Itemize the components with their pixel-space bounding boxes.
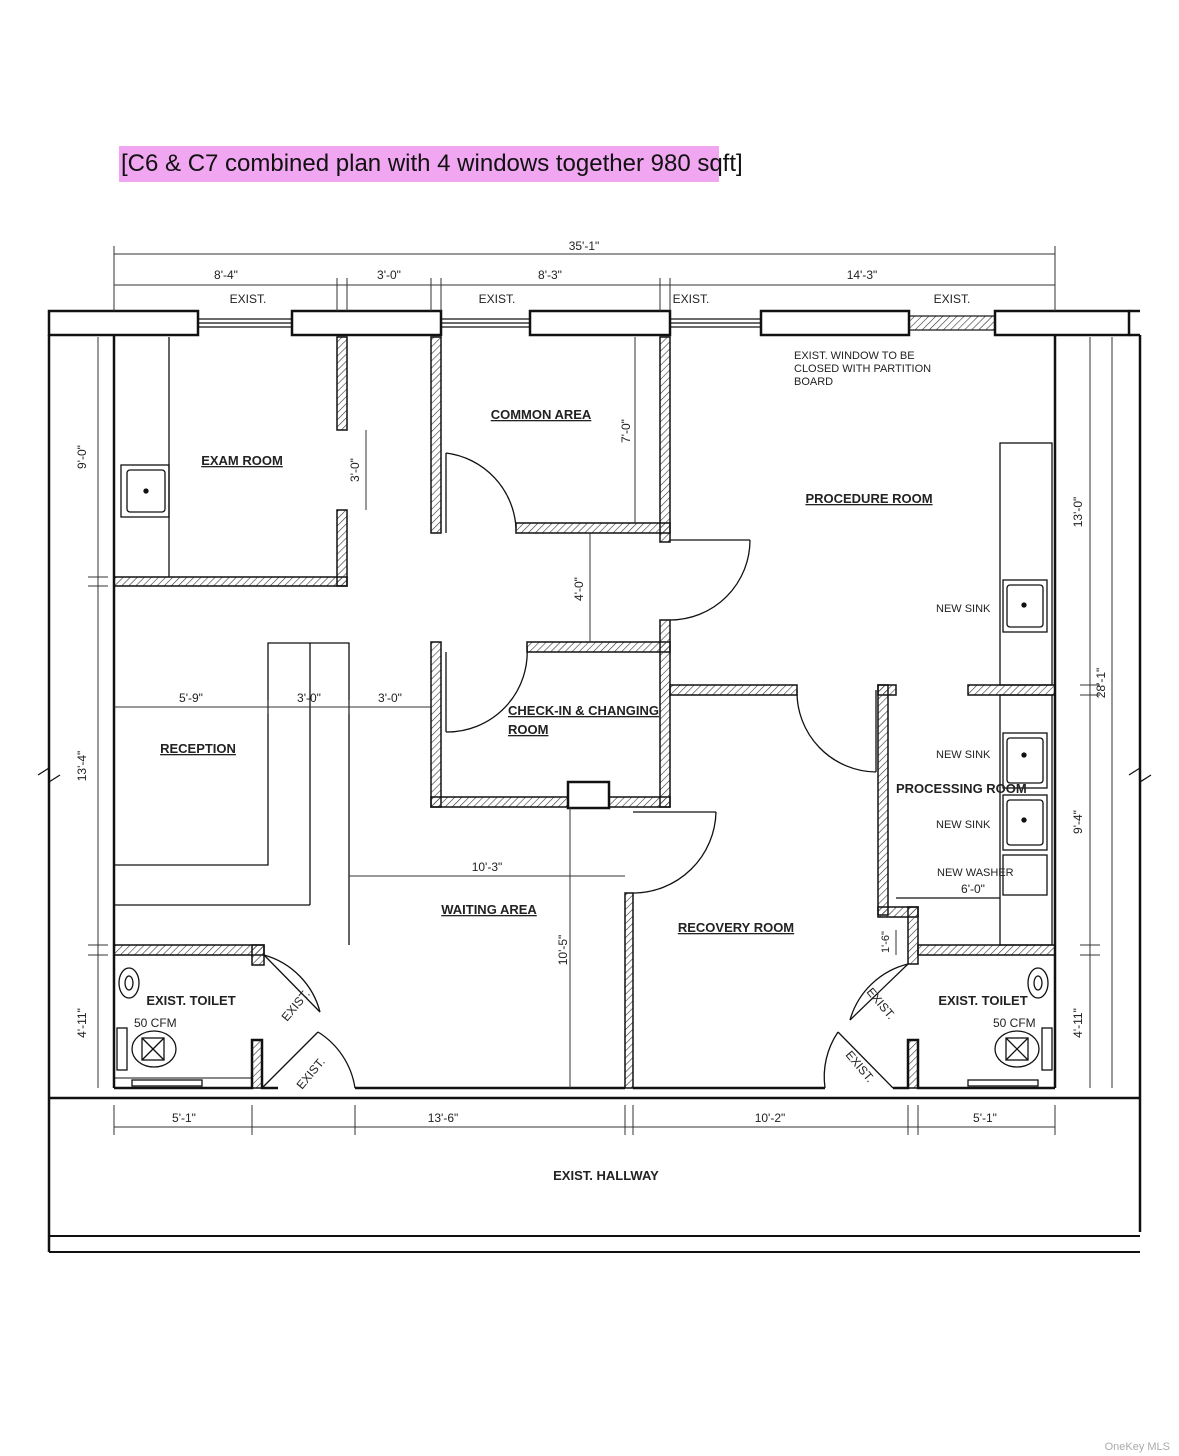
svg-text:9'-4": 9'-4" — [1071, 810, 1085, 834]
hallway — [47, 1038, 1142, 1253]
label-waiting-area: WAITING AREA — [441, 902, 537, 917]
svg-text:28'-1": 28'-1" — [1094, 668, 1108, 699]
label-toilet-left: EXIST. TOILET — [146, 993, 235, 1008]
window-note: EXIST. WINDOW TO BE — [794, 350, 915, 362]
chase-box — [566, 780, 611, 810]
exist-door-label: EXIST. — [279, 987, 313, 1024]
doors — [261, 452, 909, 1089]
exist-label: EXIST. — [673, 292, 710, 306]
new-sink-label: NEW SINK — [936, 819, 991, 831]
cfm-label: 50 CFM — [993, 1016, 1036, 1030]
room-labels: EXAM ROOM COMMON AREA PROCEDURE ROOM REC… — [146, 407, 1027, 1183]
cfm-label: 50 CFM — [134, 1016, 177, 1030]
label-checkin: CHECK-IN & CHANGING — [508, 703, 659, 718]
svg-text:13'-6": 13'-6" — [428, 1111, 459, 1125]
windows — [198, 315, 996, 331]
label-common-area: COMMON AREA — [491, 407, 592, 422]
svg-text:5'-1": 5'-1" — [973, 1111, 997, 1125]
exist-label: EXIST. — [934, 292, 971, 306]
svg-text:13'-4": 13'-4" — [75, 751, 89, 782]
label-exam-room: EXAM ROOM — [201, 453, 283, 468]
svg-text:10'-5": 10'-5" — [556, 935, 570, 966]
left-wall — [47, 335, 116, 1098]
exist-door-label: EXIST. — [294, 1055, 328, 1092]
svg-text:4'-11": 4'-11" — [75, 1008, 89, 1038]
svg-text:5'-1": 5'-1" — [172, 1111, 196, 1125]
new-washer-label: NEW WASHER — [937, 867, 1014, 879]
svg-text:1'-6": 1'-6" — [880, 931, 892, 953]
svg-text:8'-4": 8'-4" — [214, 268, 238, 282]
exist-label: EXIST. — [230, 292, 267, 306]
exist-label: EXIST. — [479, 292, 516, 306]
svg-text:35'-1": 35'-1" — [569, 239, 600, 253]
break-marks — [37, 766, 1152, 784]
svg-text:7'-0": 7'-0" — [619, 419, 633, 443]
svg-text:3'-0": 3'-0" — [348, 458, 362, 482]
svg-text:8'-3": 8'-3" — [538, 268, 562, 282]
dimension-lines — [88, 246, 1113, 1135]
svg-text:3'-0": 3'-0" — [378, 691, 402, 705]
label-hallway: EXIST. HALLWAY — [553, 1168, 659, 1183]
svg-text:14'-3": 14'-3" — [847, 268, 878, 282]
dimension-text: 35'-1" 8'-4" 3'-0" 8'-3" 14'-3" 9'-0" 13… — [75, 239, 1108, 1125]
svg-text:13'-0": 13'-0" — [1071, 497, 1085, 528]
svg-text:3'-0": 3'-0" — [377, 268, 401, 282]
svg-text:5'-9": 5'-9" — [179, 691, 203, 705]
svg-text:9'-0": 9'-0" — [75, 445, 89, 469]
plan-title: [C6 & C7 combined plan with 4 windows to… — [119, 146, 743, 182]
label-processing-room: PROCESSING ROOM — [896, 781, 1027, 796]
label-checkin-room: ROOM — [508, 722, 548, 737]
window-note: CLOSED WITH PARTITION — [794, 363, 931, 375]
label-reception: RECEPTION — [160, 741, 236, 756]
new-sink-label: NEW SINK — [936, 603, 991, 615]
new-sink-label: NEW SINK — [936, 749, 991, 761]
right-wall — [1053, 335, 1142, 1098]
svg-text:3'-0": 3'-0" — [297, 691, 321, 705]
svg-text:4'-11": 4'-11" — [1071, 1008, 1085, 1038]
svg-text:6'-0": 6'-0" — [961, 882, 985, 896]
label-recovery-room: RECOVERY ROOM — [678, 920, 794, 935]
svg-text:10'-3": 10'-3" — [472, 860, 503, 874]
svg-text:10'-2": 10'-2" — [755, 1111, 786, 1125]
label-procedure-room: PROCEDURE ROOM — [805, 491, 932, 506]
label-toilet-right: EXIST. TOILET — [938, 993, 1027, 1008]
interior-walls — [113, 336, 1056, 1089]
fixtures — [114, 337, 1053, 1087]
svg-text:4'-0": 4'-0" — [572, 577, 586, 601]
window-note: BOARD — [794, 376, 833, 388]
watermark: OneKey MLS — [1105, 1441, 1170, 1453]
